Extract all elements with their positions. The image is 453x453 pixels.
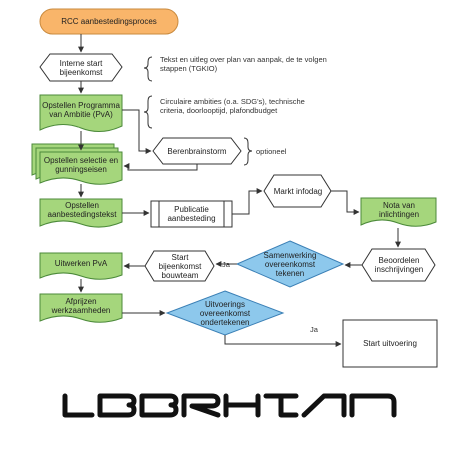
publication-shape [150, 200, 233, 228]
brace-ambitions [143, 95, 153, 129]
start-terminal [39, 8, 179, 35]
pricing-label: Afprijzen werkzaamheden [51, 297, 111, 315]
company-logo [62, 393, 397, 418]
elaborate-pva-label: Uitwerken PvA [54, 258, 108, 268]
tender-text-label: Opstellen aanbestedingstekst [47, 201, 117, 219]
internal-kickoff-shape [39, 53, 123, 82]
sign-exec-label: Uitvoerings overeenkomst ondertekenen [199, 299, 251, 327]
brace-plan [143, 56, 153, 82]
start-exec-shape [342, 319, 438, 368]
note-plan: Tekst en uitleg over plan van aanpak, de… [160, 55, 327, 73]
internal-kickoff-label: Interne start bijeenkomst [59, 59, 103, 77]
edge-publication-market [232, 188, 263, 215]
pricing-shape [39, 293, 123, 323]
edge-market-memo [331, 190, 360, 215]
info-memo-shape [360, 197, 437, 227]
pva-label: Opstellen Programma van Ambitie (PvA) [42, 101, 120, 119]
sign-agreement-shape [235, 240, 345, 288]
info-memo-label: Nota van inlichtingen [378, 201, 420, 219]
pva-shape [39, 94, 123, 132]
brace-optional [243, 137, 253, 166]
edge-pva-brainstorm [122, 109, 152, 154]
kickoff-team-label: Start bijeenkomst bouwteam [158, 252, 202, 280]
start-label: RCC aanbestedingsproces [61, 17, 157, 26]
publication-label: Publicatie aanbesteding [167, 205, 216, 223]
selection-shape [31, 143, 123, 185]
market-day-shape [263, 174, 332, 208]
selection-label: Opstellen selectie en gunningseisen [43, 156, 119, 174]
elaborate-pva-shape [39, 252, 123, 280]
edge-brainstorm-selection [123, 163, 198, 171]
note-optional: optioneel [256, 147, 287, 156]
assess-label: Beoordelen inschrijvingen [374, 256, 424, 274]
edge-label-yes-exec: Ja [310, 325, 318, 334]
edge-label-yes-team: Ja [222, 260, 230, 269]
note-ambitions: Circulaire ambities (o.a. SDG's), techni… [160, 97, 305, 115]
start-exec-label: Start uitvoering [363, 339, 417, 348]
brainstorm-label: Berenbrainstorm [167, 147, 227, 156]
tender-text-shape [39, 198, 123, 228]
edge-exec-start [224, 335, 342, 347]
market-day-label: Markt infodag [273, 186, 323, 196]
brainstorm-shape [152, 137, 242, 165]
sign-agreement-label: Samenwerking overeenkomst tekenen [263, 250, 317, 278]
